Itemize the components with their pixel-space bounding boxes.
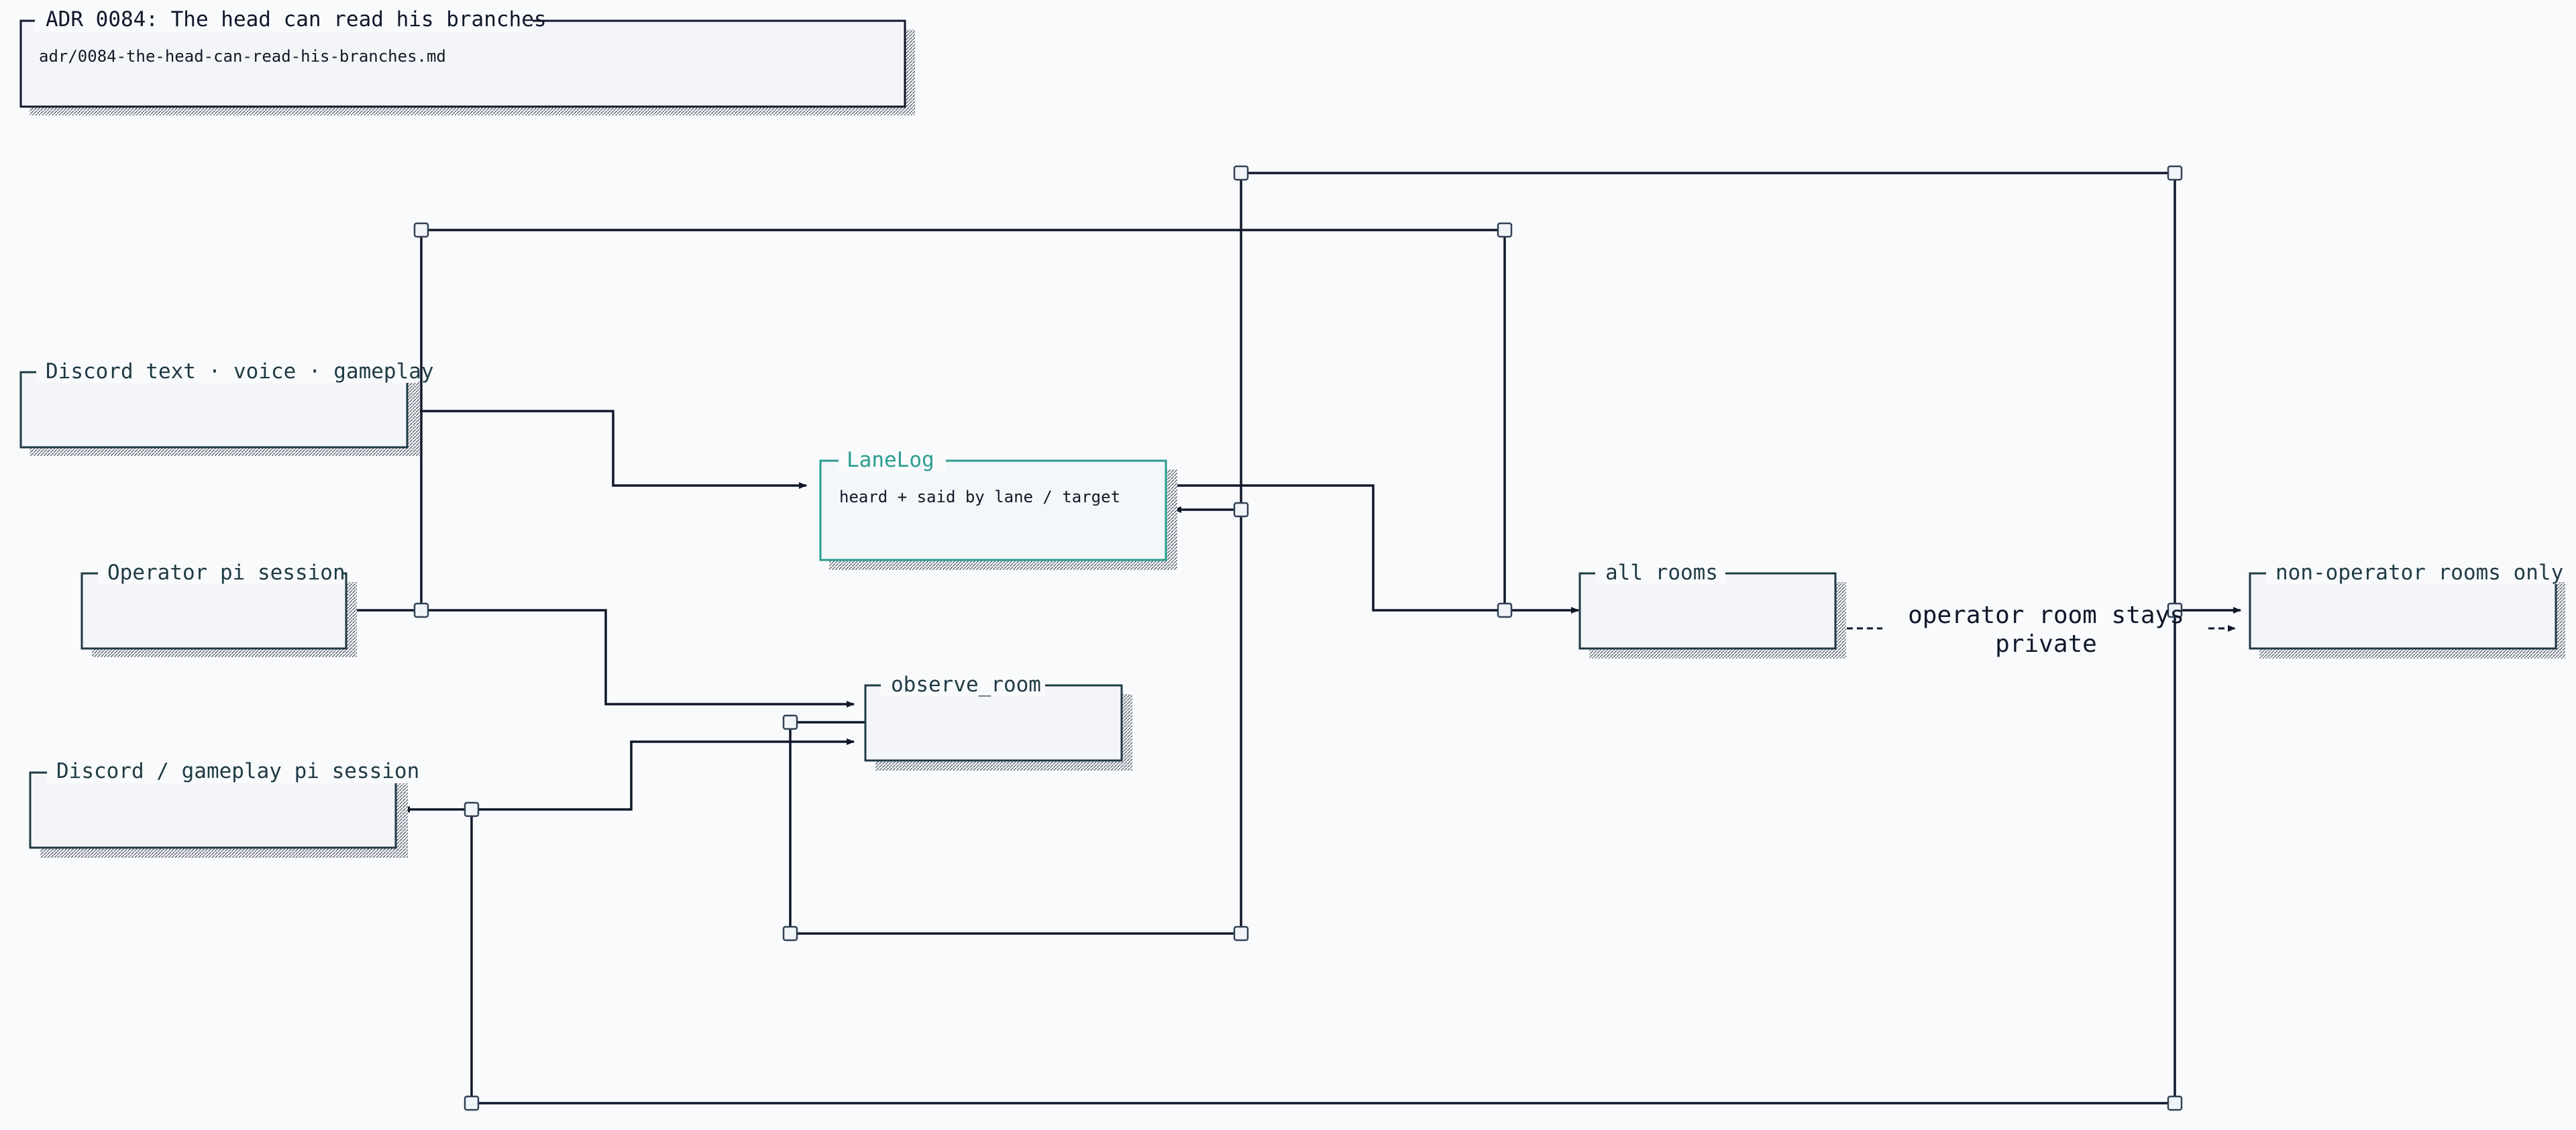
- privacy-note-line-2: private: [1995, 630, 2097, 658]
- adr-file-path: adr/0084-the-head-can-read-his-branches.…: [39, 47, 446, 66]
- handle: [413, 222, 429, 238]
- handle: [2167, 165, 2183, 181]
- handle: [782, 925, 798, 942]
- edge-lanelog-to-all-rooms: [1167, 484, 1579, 614]
- node-operator-session-title: Operator pi session: [107, 561, 345, 585]
- node-all-rooms-title: all rooms: [1605, 561, 1718, 585]
- node-all-rooms[interactable]: all rooms: [1578, 560, 1846, 659]
- handle: [2167, 602, 2183, 618]
- node-observe-room[interactable]: observe_room: [864, 672, 1132, 771]
- edges: [347, 172, 2241, 1105]
- handle: [2167, 1095, 2183, 1111]
- handle: [413, 602, 429, 618]
- edge-operator-loop-all-rooms: [420, 229, 1506, 610]
- edge-operator-to-observe: [421, 609, 855, 708]
- node-lanelog-title: LaneLog: [847, 448, 934, 472]
- node-lanelog[interactable]: LaneLog heard + said by lane / target: [819, 447, 1177, 570]
- privacy-note-line-1: operator room stays: [1908, 602, 2184, 629]
- node-discord-inputs-title: Discord text · voice · gameplay: [46, 359, 434, 384]
- edge-discord-to-lanelog: [407, 410, 807, 489]
- edge-discord-session-loop: [470, 610, 2176, 1105]
- node-discord-session[interactable]: Discord / gameplay pi session: [29, 759, 419, 858]
- edge-handles: [413, 165, 2183, 1111]
- handle: [1233, 165, 1249, 181]
- handle: [1497, 602, 1513, 618]
- handle: [1233, 502, 1249, 518]
- adr-title: ADR 0084: The head can read his branches: [46, 7, 547, 32]
- node-discord-inputs[interactable]: Discord text · voice · gameplay: [19, 359, 434, 456]
- handle: [1497, 222, 1513, 238]
- node-observe-room-title: observe_room: [891, 673, 1041, 697]
- edge-discord-session-to-observe: [472, 738, 855, 811]
- node-discord-session-title: Discord / gameplay pi session: [56, 759, 419, 783]
- node-non-operator-rooms-title: non-operator rooms only: [2275, 561, 2563, 585]
- header-box: ADR 0084: The head can read his branches…: [19, 7, 915, 115]
- handle: [1233, 925, 1249, 942]
- node-non-operator-rooms[interactable]: non-operator rooms only: [2249, 560, 2565, 659]
- edge-top-loop: [1240, 172, 2176, 610]
- handle: [782, 714, 798, 730]
- node-lanelog-subtitle: heard + said by lane / target: [839, 488, 1120, 506]
- node-operator-session[interactable]: Operator pi session: [80, 560, 357, 657]
- handle: [464, 1095, 480, 1111]
- privacy-note: operator room stays private: [1908, 602, 2184, 658]
- handle: [464, 801, 480, 817]
